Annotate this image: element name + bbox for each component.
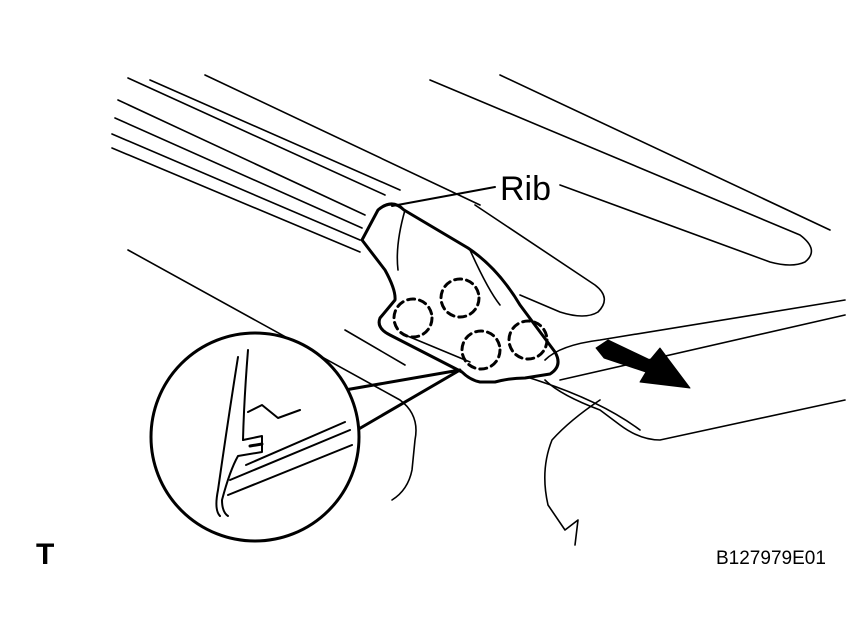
view-letter: T: [36, 538, 55, 571]
body-outline: [127, 249, 417, 501]
rib-cover: [360, 202, 560, 384]
rib-leader-line: [391, 186, 496, 207]
roof-panel-outline: [429, 74, 846, 546]
clip-location-circles: [392, 277, 549, 371]
pull-direction-arrow-icon: [595, 339, 691, 389]
figure-code: B127979E01: [716, 548, 826, 569]
rib-callout-label: Rib: [500, 170, 552, 208]
roof-rail-lines: [111, 74, 481, 253]
detail-view: [215, 349, 353, 517]
detail-callout: [149, 331, 462, 543]
